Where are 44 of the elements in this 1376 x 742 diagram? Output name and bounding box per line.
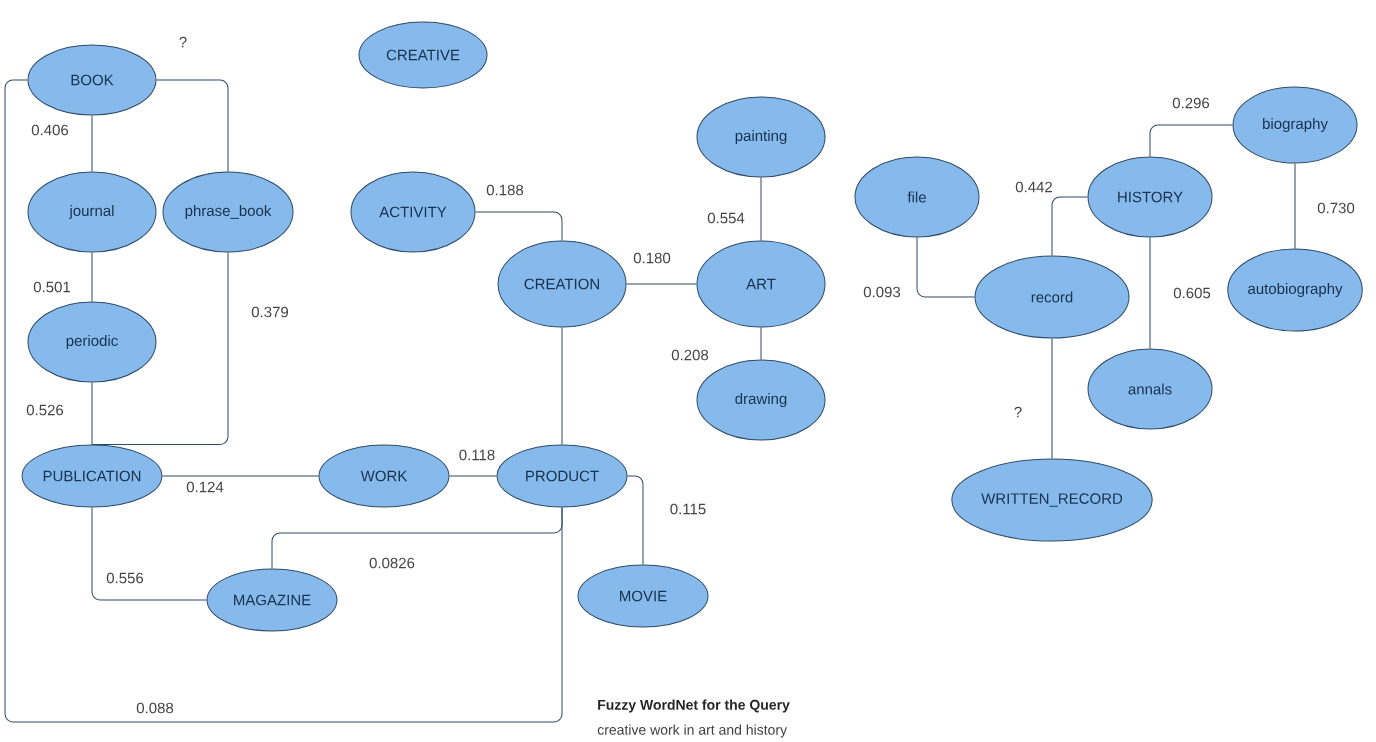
edge-label: 0.208: [670, 348, 710, 362]
edge-label: 0.088: [135, 701, 175, 715]
edge-label: 0.556: [105, 571, 145, 585]
edge-label: ?: [1012, 405, 1024, 419]
edge-label: 0.605: [1172, 286, 1212, 300]
title: Fuzzy WordNet for the Query: [598, 699, 790, 713]
connector-line: [91, 252, 93, 302]
edge-label: 0.124: [185, 480, 225, 494]
edge-label: 0.118: [457, 448, 497, 462]
edge-label: 0.442: [1014, 180, 1054, 194]
edge-label: 0.406: [30, 123, 70, 137]
edge-label: 0.0826: [368, 556, 416, 570]
connector-line: [91, 382, 93, 445]
connector-line: [475, 211, 563, 241]
connector-line: [91, 252, 229, 445]
edge-label: 0.730: [1316, 201, 1356, 215]
connector-line: [1149, 237, 1151, 349]
edge-label: 0.115: [668, 502, 708, 516]
edge-label: 0.554: [706, 211, 746, 225]
connector-line: [1051, 338, 1053, 459]
connector-line: [161, 475, 319, 477]
connector-line: [1294, 163, 1296, 249]
edge-label: ?: [177, 35, 189, 49]
edge-label: 0.501: [32, 280, 72, 294]
connector-line: [760, 177, 762, 241]
edge-label: 0.188: [485, 183, 525, 197]
connector-line: [449, 475, 497, 477]
edge-label: 0.180: [632, 251, 672, 265]
edge-label: 0.296: [1171, 96, 1211, 110]
connector-line: [91, 115, 93, 172]
connector-line: [271, 507, 563, 569]
connector-line: [760, 327, 762, 360]
edge-label: 0.379: [250, 305, 290, 319]
edge-label: 0.526: [25, 403, 65, 417]
caption: creative work in art and history: [597, 724, 787, 738]
connector-line: [4, 79, 563, 723]
connector-line: [91, 507, 207, 601]
connector-line: [1051, 196, 1088, 256]
connector-line: [561, 327, 563, 445]
connector-line: [1149, 124, 1233, 157]
connector-line: [156, 79, 229, 172]
connector-line: [626, 283, 697, 285]
edge-label: 0.093: [862, 285, 902, 299]
connector-line: [916, 237, 975, 298]
